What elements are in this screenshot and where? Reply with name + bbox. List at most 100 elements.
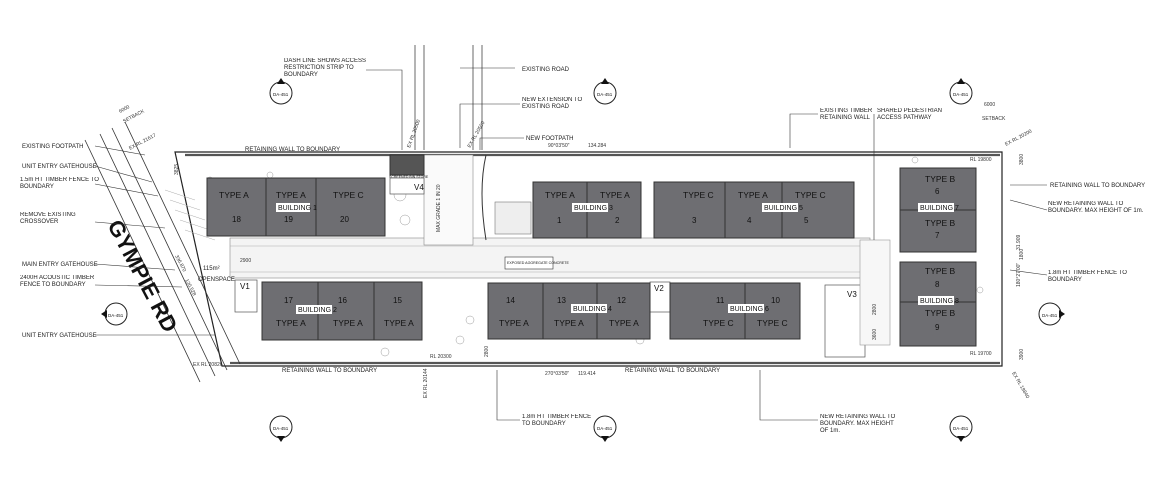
unit-9-type: TYPE B [925, 308, 956, 318]
bearing-bottom: 270°03'50" [545, 371, 569, 377]
main-entry-gatehouse-note: MAIN ENTRY GATEHOUSE [22, 262, 98, 268]
unit-15-number: 15 [393, 296, 402, 305]
building-4: 14 TYPE A 13 TYPE A 12 TYPE A BUILDING 4 [487, 282, 651, 340]
level-ex-rl-20500-a: EX RL 20500 [406, 119, 422, 149]
building-5: TYPE C 3 TYPE A 4 TYPE C 5 BUILDING 5 [653, 181, 855, 239]
section-sheet-label: DA-451 [597, 426, 613, 431]
unit-16-number: 16 [338, 296, 347, 305]
section-sheet-label: DA-451 [1042, 313, 1058, 318]
road-extension [423, 154, 474, 246]
unit-17-type: TYPE A [276, 318, 306, 328]
dim-setback-right: SETBACK [982, 116, 1006, 122]
unit-2-type: TYPE A [600, 190, 630, 200]
left-annotations: EXISTING FOOTPATH UNIT ENTRY GATEHOUSE 1… [20, 144, 99, 339]
unit-20-number: 20 [340, 215, 349, 224]
bearing-right: 180°27'00" [1016, 263, 1022, 287]
remove-crossover-note: REMOVE EXISTING CROSSOVER [20, 212, 76, 225]
unit-10-type: TYPE C [757, 318, 788, 328]
bearing-left-b: 120.528 [183, 278, 197, 297]
unit-15-type: TYPE A [384, 318, 414, 328]
building-1: TYPE A 18 TYPE A 19 TYPE C 20 BUILDING 1 [206, 177, 386, 237]
unit-7-type: TYPE B [925, 218, 956, 228]
level-rl-19700: RL 19700 [970, 351, 992, 357]
unit-5-type: TYPE C [795, 190, 826, 200]
building-6: 11 TYPE C 10 TYPE C BUILDING 6 [669, 282, 801, 340]
new-retaining-wall-bottom-note: NEW RETAINING WALL TO BOUNDARY. MAX HEIG… [820, 414, 896, 434]
visitor-park-v3 [824, 284, 866, 358]
dim-2800b: 2800 [484, 346, 490, 357]
site-boundary [174, 151, 1003, 367]
existing-road [414, 45, 483, 150]
unit-12-type: TYPE A [609, 318, 639, 328]
dim-6000-left: 6000 [118, 104, 131, 115]
unit-5-number: 5 [804, 216, 809, 225]
unit-12-number: 12 [617, 296, 626, 305]
visitor-park-v4-label: V4 [414, 183, 424, 192]
section-sheet-label: DA-451 [953, 92, 969, 97]
unit-4-number: 4 [747, 216, 752, 225]
building-3: TYPE A 1 TYPE A 2 BUILDING 3 [532, 181, 642, 239]
unit-1-type: TYPE A [545, 190, 575, 200]
unit-11-type: TYPE C [703, 318, 734, 328]
building-8-name: BUILDING 8 [920, 298, 959, 305]
visitor-park-v1 [234, 279, 258, 313]
unit-8-type: TYPE B [925, 266, 956, 276]
bearing-top: 90°03'50" [548, 143, 570, 149]
timber-fence-bottom-note: 1.8m HT TIMBER FENCE TO BOUNDARY [522, 414, 592, 427]
unit-18-number: 18 [232, 215, 241, 224]
right-annotations: RETAINING WALL TO BOUNDARY NEW RETAINING… [1048, 183, 1145, 283]
bearing-right-length: 31.909 [1016, 234, 1022, 250]
dim-3600: 3600 [872, 329, 878, 340]
unit-14-type: TYPE A [499, 318, 529, 328]
visitor-park-v4 [389, 177, 425, 195]
exposed-aggregate-box [504, 256, 554, 270]
unit-13-number: 13 [557, 296, 566, 305]
new-footpath-note: NEW FOOTPATH [526, 136, 573, 142]
section-marker-labels: DA-451 DA-451 DA-451 DA-451 DA-451 DA-45… [108, 92, 1058, 431]
building-3-name: BUILDING 3 [574, 205, 613, 212]
unit-1-number: 1 [557, 216, 562, 225]
retaining-wall-right-note: RETAINING WALL TO BOUNDARY [1050, 183, 1145, 189]
visitor-park-v3-label: V3 [847, 290, 857, 299]
bin-store-label: SCREENED BIN STORE [389, 175, 429, 179]
dash-line-note: DASH LINE SHOWS ACCESS RESTRICTION STRIP… [284, 58, 367, 78]
level-ex-rl-20200: EX RL 20200 [1004, 128, 1033, 147]
unit-11-number: 11 [716, 296, 725, 305]
unit-entry-gatehouse-bottom-note: UNIT ENTRY GATEHOUSE [22, 333, 97, 339]
unit-18-type: TYPE A [219, 190, 249, 200]
bottom-annotations: RETAINING WALL TO BOUNDARY RETAINING WAL… [282, 368, 896, 434]
bearing-bottom-length: 119.414 [578, 371, 596, 377]
section-sheet-label: DA-451 [273, 426, 289, 431]
unit-4-type: TYPE A [738, 190, 768, 200]
unit-16-type: TYPE A [333, 318, 363, 328]
unit-2-number: 2 [615, 216, 620, 225]
dim-3800: 3800 [1019, 154, 1025, 165]
level-ex-rl-20500-b: EX RL 20500 [467, 120, 487, 149]
dim-6000-right: 6000 [984, 102, 995, 108]
existing-footpath-note: EXISTING FOOTPATH [22, 144, 83, 150]
unit-19-type: TYPE A [276, 190, 306, 200]
new-retaining-wall-right-note: NEW RETAINING WALL TO BOUNDARY. MAX HEIG… [1048, 201, 1144, 214]
open-space-area: 115m² [203, 266, 220, 272]
timber-fence-note: 1.5m HT TIMBER FENCE TO BOUNDARY [20, 177, 99, 190]
unit-13-type: TYPE A [554, 318, 584, 328]
visitor-park-v1-label: V1 [240, 282, 250, 291]
acoustic-fence-note: 2400H ACOUSTIC TIMBER FENCE TO BOUNDARY [20, 275, 95, 288]
shared-pathway-note: SHARED PEDESTRIAN ACCESS PATHWAY [877, 108, 943, 121]
dim-1800: 1800 [1019, 249, 1025, 260]
timber-fence-right-note: 1.8m HT TIMBER FENCE TO BOUNDARY [1048, 270, 1127, 283]
level-rl-20300: RL 20300 [430, 354, 452, 360]
unit-8-number: 8 [935, 280, 940, 289]
existing-timber-wall-note: EXISTING TIMBER RETAINING WALL [820, 108, 873, 121]
unit-6-type: TYPE B [925, 174, 956, 184]
building-2-name: BUILDING 2 [298, 307, 337, 314]
bearing-left-a: 336.870 [173, 254, 187, 273]
unit-7-number: 7 [935, 231, 940, 240]
building-8: TYPE B 8 TYPE B 9 BUILDING 8 [899, 261, 977, 347]
section-sheet-label: DA-451 [597, 92, 613, 97]
unit-3-type: TYPE C [683, 190, 714, 200]
section-sheet-label: DA-451 [953, 426, 969, 431]
section-sheet-label: DA-451 [108, 313, 124, 318]
unit-6-number: 6 [935, 187, 940, 196]
section-sheet-label: DA-451 [273, 92, 289, 97]
